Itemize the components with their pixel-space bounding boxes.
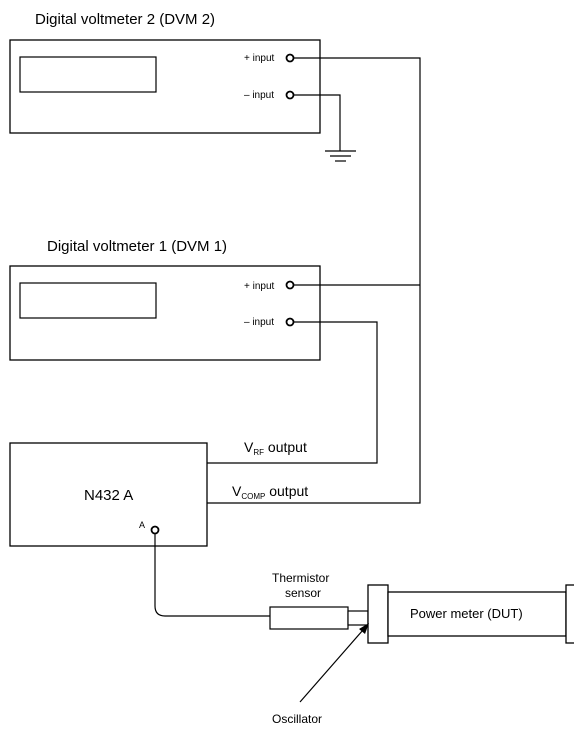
sensor-cable <box>154 534 270 617</box>
dvm1-minus-input-label: – input <box>244 317 274 328</box>
dvm2-title: Digital voltmeter 2 (DVM 2) <box>35 11 215 28</box>
power-meter-body <box>387 591 567 637</box>
dvm2-plus-input-label: + input <box>244 53 275 64</box>
vcomp-v: V <box>232 483 242 499</box>
dvm2-display <box>19 56 157 93</box>
oscillator-label: Oscillator <box>272 712 322 726</box>
n432a-body <box>9 442 208 547</box>
vrf-subscript: RF <box>253 448 264 457</box>
vrf-v: V <box>244 439 254 455</box>
n432a-name: N432 A <box>84 487 133 504</box>
sensor-connector <box>347 610 369 626</box>
svg-text:VRF output: VRF output <box>244 439 307 457</box>
vcomp-subscript: COMP <box>241 492 265 501</box>
n432a-port-a-label: A <box>139 520 145 530</box>
vrf-output-label: VRF output <box>244 439 307 457</box>
power-meter-flange <box>367 584 389 644</box>
vrf-wire <box>207 321 378 464</box>
ground-icon <box>294 94 356 162</box>
dvm2-plus-terminal <box>285 53 295 63</box>
dvm2-minus-terminal <box>285 90 295 100</box>
dvm2-body <box>9 39 321 134</box>
dvm1-title: Digital voltmeter 1 (DVM 1) <box>47 238 227 255</box>
vrf-tail: output <box>264 439 307 455</box>
power-meter-end <box>565 584 574 644</box>
vcomp-wire <box>207 57 421 504</box>
dvm1-plus-input-label: + input <box>244 281 275 292</box>
dvm2-minus-input-label: – input <box>244 90 274 101</box>
oscillator-arrow-icon <box>299 623 369 703</box>
wiring <box>154 57 421 617</box>
power-meter-label: Power meter (DUT) <box>410 606 523 621</box>
dvm1-plus-terminal <box>285 280 295 290</box>
svg-text:VCOMP output: VCOMP output <box>232 483 308 501</box>
n432a-port-a-terminal <box>150 525 160 535</box>
vcomp-output-label: VCOMP output <box>232 483 308 501</box>
sensor-label-line1: Thermistor <box>272 571 329 585</box>
dvm1-display <box>19 282 157 319</box>
vcomp-tail: output <box>265 483 308 499</box>
thermistor-sensor <box>269 606 349 630</box>
dvm1-body <box>9 265 321 361</box>
sensor-label-line2: sensor <box>285 586 321 600</box>
dvm1-minus-terminal <box>285 317 295 327</box>
